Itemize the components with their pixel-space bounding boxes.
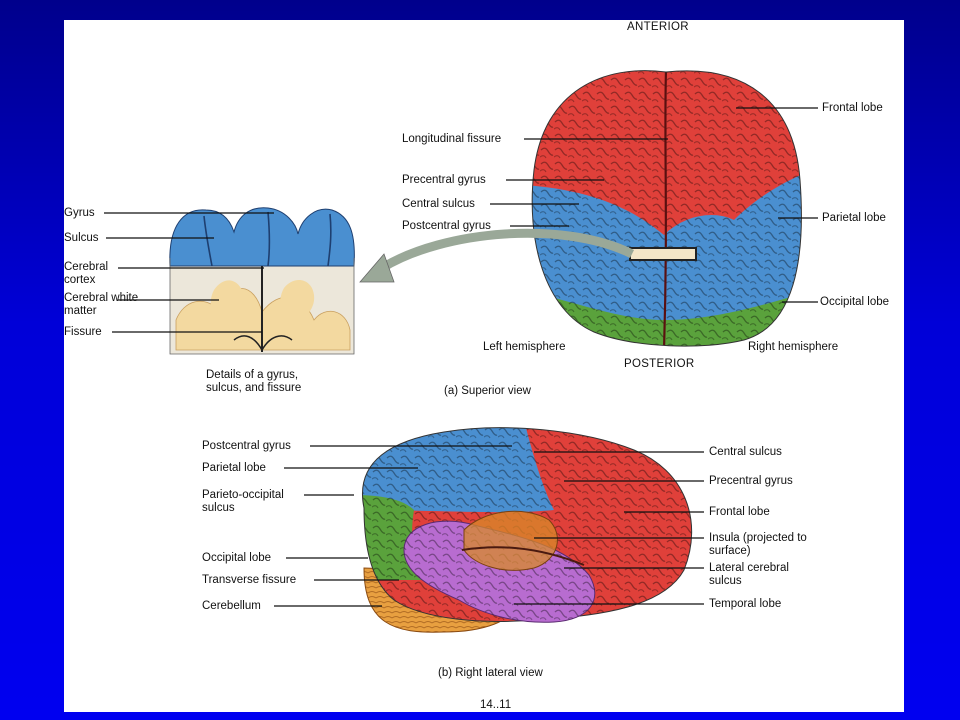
left-hemisphere-label: Left hemisphere [483, 341, 566, 353]
parieto-occipital-sulcus-label: Parieto-occipital sulcus [202, 489, 284, 514]
parietal-lobe-label: Parietal lobe [822, 212, 886, 224]
figure-number: 14..11 [480, 699, 512, 711]
occipital-lobe-label: Occipital lobe [820, 296, 890, 308]
lateral-occipital-lobe-label: Occipital lobe [202, 552, 272, 564]
posterior-label: POSTERIOR [624, 358, 695, 370]
anterior-label: ANTERIOR [627, 21, 689, 33]
lateral-central-sulcus-label: Central sulcus [709, 446, 782, 458]
lateral-view-brain [362, 427, 693, 633]
lateral-postcentral-gyrus-label: Postcentral gyrus [202, 440, 291, 452]
superior-view-brain [532, 70, 802, 347]
postcentral-gyrus-label: Postcentral gyrus [402, 220, 491, 232]
sulcus-label: Sulcus [64, 232, 99, 244]
fissure-label: Fissure [64, 326, 102, 338]
insula-label: Insula (projected to surface) [709, 532, 807, 557]
gyrus-label: Gyrus [64, 207, 95, 219]
cerebral-white-matter-label: Cerebral white matter [64, 292, 139, 317]
detail-arrow [379, 228, 635, 272]
temporal-lobe-label: Temporal lobe [709, 598, 782, 610]
transverse-fissure-label: Transverse fissure [202, 574, 297, 586]
frontal-lobe-label: Frontal lobe [822, 102, 883, 114]
lateral-view-caption: (b) Right lateral view [438, 667, 543, 679]
lateral-parietal-lobe-label: Parietal lobe [202, 462, 266, 474]
cerebellum-label: Cerebellum [202, 600, 261, 612]
detail-caption: Details of a gyrus, sulcus, and fissure [206, 369, 302, 394]
lateral-precentral-gyrus-label: Precentral gyrus [709, 475, 793, 487]
precentral-gyrus-label: Precentral gyrus [402, 174, 486, 186]
lateral-cerebral-sulcus-label: Lateral cerebral sulcus [709, 562, 789, 587]
diagram-artwork [104, 70, 818, 633]
section-marker [629, 247, 697, 261]
lateral-frontal-lobe-label: Frontal lobe [709, 506, 770, 518]
longitudinal-fissure-label: Longitudinal fissure [402, 133, 502, 145]
gyrus-detail-block [169, 207, 355, 355]
right-hemisphere-label: Right hemisphere [748, 341, 839, 353]
cerebral-cortex-label: Cerebral cortex [64, 261, 109, 286]
figure-panel: ANTERIOR POSTERIOR Left hemisphere Right… [64, 20, 904, 712]
leader-lines [104, 107, 818, 607]
superior-view-caption: (a) Superior view [444, 385, 531, 397]
central-sulcus-label: Central sulcus [402, 198, 475, 210]
